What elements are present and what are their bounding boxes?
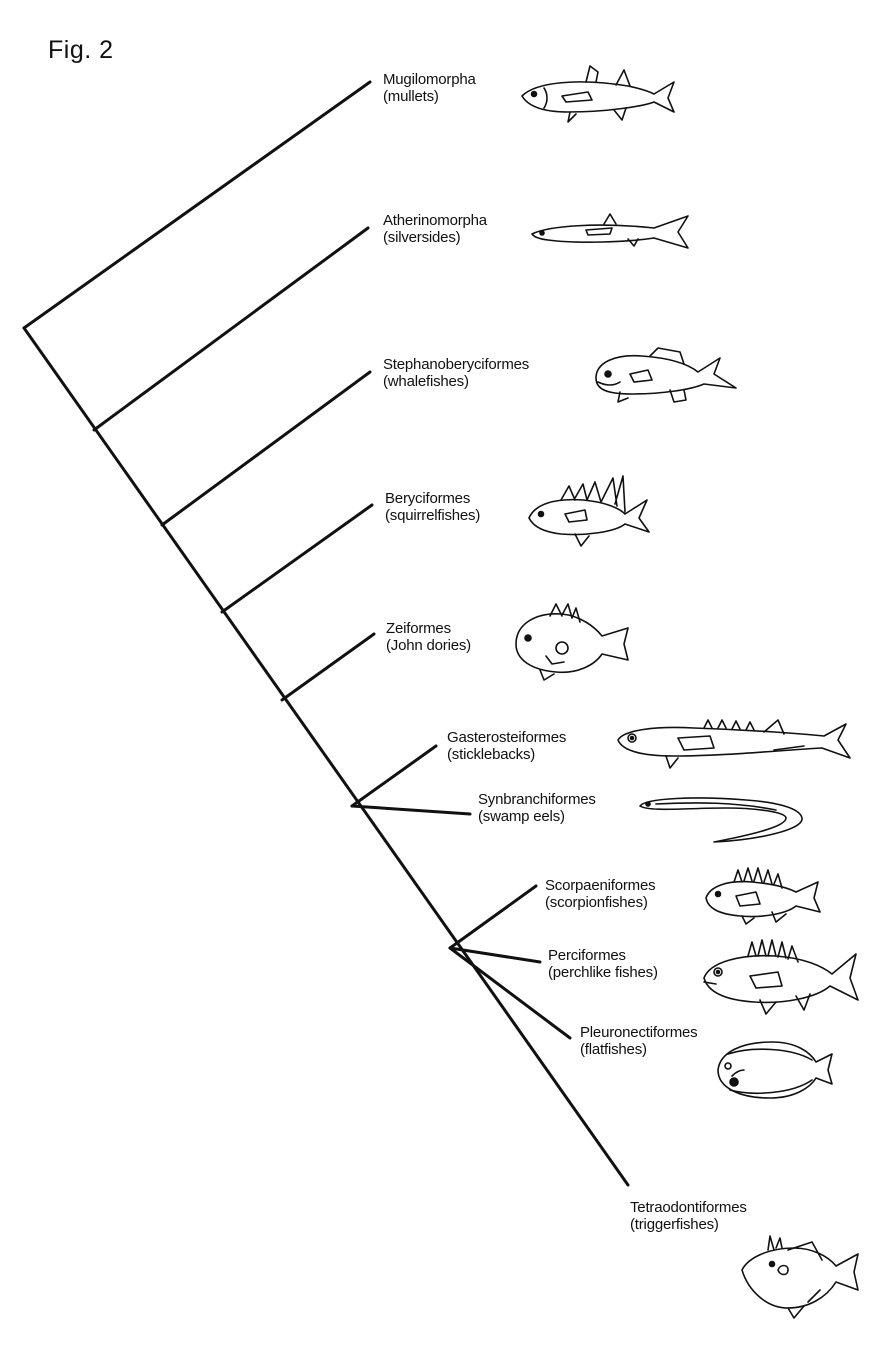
taxon-common-name: (John dories) [386,637,471,654]
whalefish-icon [590,344,740,410]
branch-synbranchiformes [350,804,472,816]
trunk-main [22,326,630,1187]
taxon-atherinomorpha: Atherinomorpha(silversides) [383,212,487,246]
taxon-name: Zeiformes [386,620,451,637]
taxon-name: Beryciformes [385,490,471,507]
taxon-name: Atherinomorpha [383,212,487,229]
branch-pleuronectiformes [448,946,572,1040]
branch-stephanoberyciformes [160,370,372,527]
taxon-common-name: (perchlike fishes) [548,964,658,981]
taxon-common-name: (whalefishes) [383,373,469,390]
taxon-name: Stephanoberyciformes [383,356,530,373]
taxon-perciformes: Perciformes(perchlike fishes) [548,947,658,981]
taxon-gasterosteiformes: Gasterosteiformes(sticklebacks) [447,729,566,763]
taxon-synbranchiformes: Synbranchiformes(swamp eels) [478,791,596,825]
john-dory-icon [510,603,634,684]
taxon-name: Perciformes [548,947,626,964]
taxon-common-name: (sticklebacks) [447,746,536,763]
stickleback-icon [614,716,854,776]
scorpionfish-icon [702,862,824,925]
taxon-beryciformes: Beryciformes(squirrelfishes) [385,490,480,524]
taxon-name: Synbranchiformes [478,791,596,808]
squirrelfish-icon [525,474,655,550]
swamp-eel-icon [636,794,806,844]
triggerfish-icon [738,1234,862,1319]
taxon-name: Mugilomorpha [383,71,476,88]
taxon-common-name: (swamp eels) [478,808,565,825]
taxon-common-name: (flatfishes) [580,1041,647,1058]
branch-scorpaeniformes [448,884,538,950]
taxon-name: Scorpaeniformes [545,877,656,894]
taxon-name: Gasterosteiformes [447,729,567,746]
taxon-common-name: (silversides) [383,229,461,246]
branch-zeiformes [280,632,376,702]
taxon-stephanoberyciformes: Stephanoberyciformes(whalefishes) [383,356,529,390]
silverside-icon [528,210,692,254]
trunk-top [22,80,372,330]
taxon-scorpaeniformes: Scorpaeniformes(scorpionfishes) [545,877,656,911]
branch-atherinomorpha [92,226,370,432]
taxon-common-name: (triggerfishes) [630,1216,719,1233]
perch-icon [700,934,860,1018]
taxon-common-name: (scorpionfishes) [545,894,648,911]
figure-label: Fig. 2 [48,36,114,64]
taxon-mugilomorpha: Mugilomorpha(mullets) [383,71,476,105]
taxon-zeiformes: Zeiformes(John dories) [386,620,471,654]
branch-beryciformes [220,503,374,614]
taxon-name: Tetraodontiformes [630,1199,747,1216]
taxon-common-name: (squirrelfishes) [385,507,481,524]
taxon-pleuronectiformes: Pleuronectiformes(flatfishes) [580,1024,698,1058]
flatfish-icon [712,1036,836,1100]
node-gasterosteiformes-synbranchiformes [350,744,438,808]
branch-perciformes [448,946,542,964]
taxon-common-name: (mullets) [383,88,439,105]
taxon-tetraodontiformes: Tetraodontiformes(triggerfishes) [630,1199,747,1233]
mullet-icon [518,62,678,126]
taxon-name: Pleuronectiformes [580,1024,698,1041]
